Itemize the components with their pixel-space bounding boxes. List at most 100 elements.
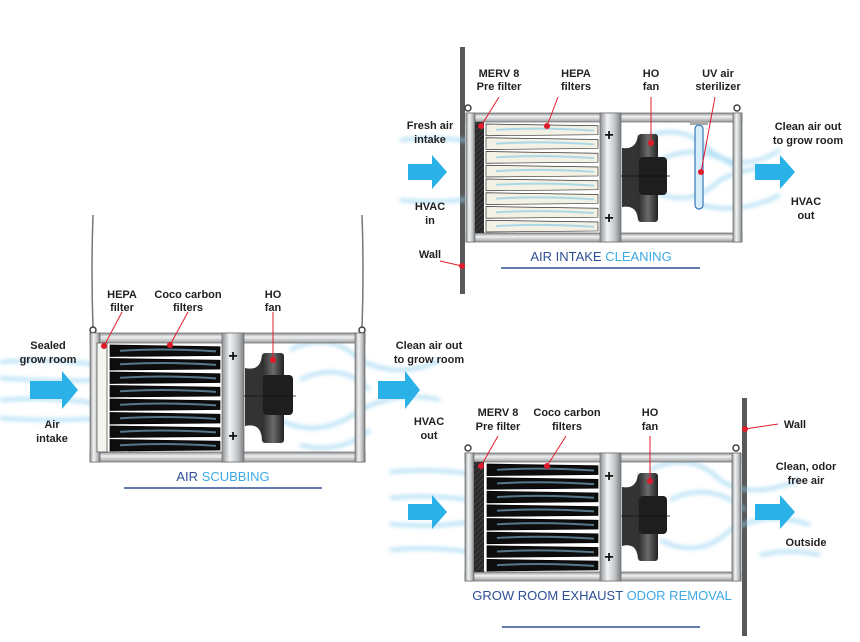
- callout-dot: [478, 463, 484, 469]
- hanging-cable-right: [361, 214, 364, 329]
- label-hvac-in-2: in: [425, 215, 435, 227]
- label-merv-2: Pre filter: [476, 421, 521, 433]
- label-ho-fan-1: HO: [265, 289, 282, 301]
- fan: [244, 352, 296, 443]
- filter-tube: [485, 151, 599, 164]
- label-clean-air-2: to grow room: [394, 354, 464, 366]
- fan-divider-plate: [221, 332, 245, 463]
- label-hvac-out-1: HVAC: [414, 416, 444, 428]
- carbon-filter-stack: [109, 344, 221, 452]
- title-part1: GROW ROOM EXHAUST: [472, 588, 623, 603]
- callout-dot: [101, 343, 107, 349]
- diagram-title: GROW ROOM EXHAUST ODOR REMOVAL: [472, 588, 732, 603]
- filter-tube: [485, 219, 599, 233]
- airflow-through-filter: [495, 168, 595, 173]
- airflow-through-filter: [119, 375, 217, 380]
- airflow-streaks: [389, 460, 821, 557]
- airflow-through-filter: [495, 127, 595, 132]
- hepa-filter-panel: [96, 342, 108, 453]
- bolt-icon: +: [604, 468, 613, 485]
- filter-tube: [485, 123, 599, 137]
- bolt-icon: +: [604, 127, 613, 144]
- air-scrubbing-diagram: + + HEPA filter Coco carbon filters H: [0, 214, 464, 489]
- bolt-icon: +: [604, 210, 613, 227]
- label-clean-odor-free-1: Clean, odor: [776, 461, 837, 473]
- filter-tube: [109, 385, 221, 398]
- label-merv-1: MERV 8: [479, 68, 520, 80]
- airflow-through-filter: [119, 416, 217, 420]
- fan-divider-plate: [599, 112, 622, 243]
- merv8-prefilter: [474, 462, 484, 572]
- filter-tube: [109, 398, 221, 411]
- airflow-through-filter: [119, 429, 217, 434]
- callout-pointers: [103, 311, 274, 360]
- label-clean-air-1: Clean air out: [396, 340, 463, 352]
- label-hepa-filter-1: HEPA: [107, 289, 137, 301]
- airflow-through-filter: [496, 481, 595, 486]
- uv-sterilizer-tube: [694, 124, 704, 210]
- hanger-hook-right: [732, 444, 740, 452]
- filter-tube: [486, 531, 599, 545]
- callout-pointers: [439, 96, 716, 267]
- label-air-intake-1: Air: [44, 419, 60, 431]
- label-hvac-in-1: HVAC: [415, 201, 445, 213]
- fan: [621, 132, 670, 222]
- label-coco-carbon-2: filters: [173, 302, 203, 314]
- filter-tube: [486, 504, 599, 517]
- label-coco-carbon-1: Coco carbon: [533, 407, 601, 419]
- airflow-arrow-in: [408, 155, 447, 189]
- airflow-through-filter: [119, 348, 217, 353]
- label-ho-fan-1: HO: [643, 68, 660, 80]
- label-merv-1: MERV 8: [478, 407, 519, 419]
- airflow-through-filter: [495, 141, 595, 146]
- callout-dot: [478, 123, 484, 129]
- airflow-arrow-in: [30, 371, 78, 409]
- bolt-icon: +: [228, 428, 237, 445]
- filter-tube: [486, 463, 599, 476]
- callout-dot: [742, 426, 748, 432]
- airflow-through-filter: [496, 467, 595, 472]
- filter-tube: [486, 490, 599, 504]
- airflow-arrow-out: [755, 495, 795, 529]
- bolt-icon: +: [604, 549, 613, 566]
- airflow-through-filter: [495, 210, 595, 215]
- filter-tube: [109, 371, 221, 384]
- diagram-title: AIR INTAKE CLEANING: [530, 249, 671, 264]
- bolt-icon: +: [228, 348, 237, 365]
- airflow-through-filter: [496, 549, 595, 554]
- fan: [621, 471, 670, 561]
- wall: [460, 47, 465, 294]
- housing-left-post: [464, 452, 475, 582]
- label-hepa-1: HEPA: [561, 68, 591, 80]
- housing-right-post: [732, 112, 743, 243]
- airflow-through-filter: [119, 362, 217, 366]
- housing-right-post: [354, 332, 366, 463]
- label-merv-2: Pre filter: [477, 81, 522, 93]
- airflow-arrow-out: [755, 155, 795, 189]
- airflow-arrow-in: [408, 495, 447, 529]
- label-clean-air-2: to grow room: [773, 135, 843, 147]
- filter-tube: [109, 344, 221, 357]
- airflow-through-filter: [119, 443, 217, 447]
- title-part2: CLEANING: [605, 249, 671, 264]
- filter-tube: [109, 439, 221, 452]
- callout-dot: [698, 169, 704, 175]
- label-fresh-air-1: Fresh air: [407, 120, 454, 132]
- filter-tube: [486, 518, 599, 531]
- callout-dot: [648, 140, 654, 146]
- filter-tube: [485, 137, 599, 150]
- label-air-intake-2: intake: [36, 433, 68, 445]
- callout-pointers: [480, 423, 779, 481]
- airflow-through-filter: [496, 562, 595, 567]
- filter-tube: [109, 412, 221, 425]
- housing-right-post: [731, 452, 742, 582]
- merv8-prefilter: [475, 122, 484, 233]
- airflow-through-filter: [495, 155, 595, 160]
- carbon-filter-stack: [486, 463, 599, 572]
- label-hvac-out-2: out: [420, 430, 437, 442]
- label-sealed-1: Sealed: [30, 340, 65, 352]
- label-coco-carbon-2: filters: [552, 421, 582, 433]
- diagram-title: AIR SCUBBING: [176, 469, 269, 484]
- label-fresh-air-2: intake: [414, 134, 446, 146]
- label-ho-fan-2: fan: [642, 421, 659, 433]
